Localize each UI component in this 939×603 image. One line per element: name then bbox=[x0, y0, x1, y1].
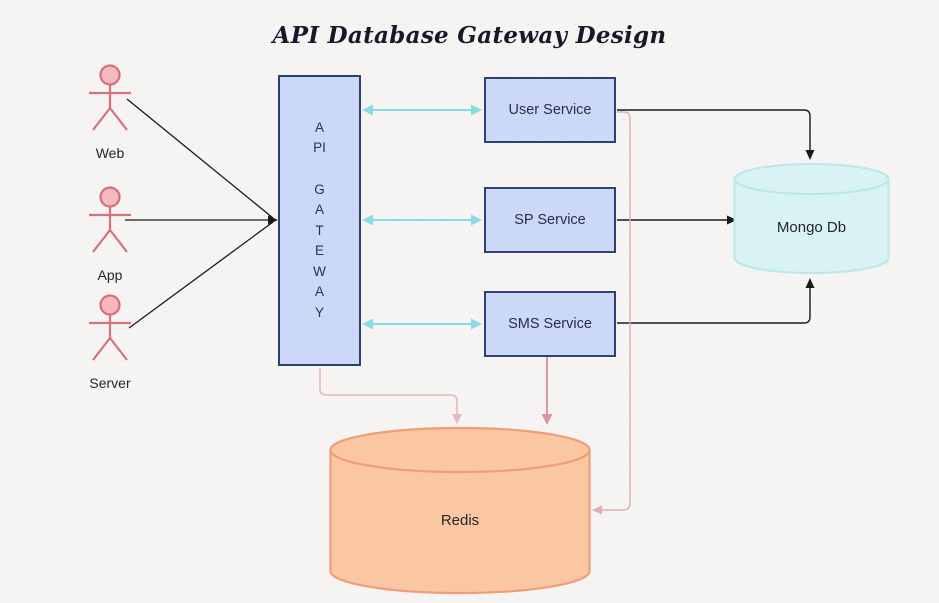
mongo-db-label: Mongo Db bbox=[776, 219, 847, 236]
connector-gateway-sp-service[interactable] bbox=[362, 214, 482, 226]
actor-app-label: App bbox=[97, 267, 123, 283]
sp-service-node[interactable]: SP Service bbox=[484, 187, 616, 253]
api-gateway-word-api: API bbox=[313, 119, 326, 156]
database-cylinder-icon bbox=[733, 163, 890, 274]
api-gateway-label: API GATEWAY bbox=[312, 118, 327, 324]
connector-user-service-to-mongo[interactable] bbox=[617, 109, 815, 160]
connector-server-to-gateway[interactable] bbox=[128, 221, 274, 329]
person-icon bbox=[89, 64, 131, 131]
person-icon bbox=[89, 186, 131, 253]
arrowhead-into-gateway bbox=[268, 215, 278, 225]
mongo-db-node[interactable]: Mongo Db bbox=[733, 162, 890, 275]
actor-web[interactable]: Web bbox=[82, 64, 138, 161]
connector-gateway-user-service[interactable] bbox=[362, 104, 482, 116]
actor-web-label: Web bbox=[95, 145, 125, 161]
api-gateway-word-gateway: GATEWAY bbox=[313, 181, 326, 320]
database-cylinder-icon bbox=[329, 426, 591, 595]
redis-node[interactable]: Redis bbox=[329, 426, 591, 596]
user-service-label: User Service bbox=[508, 102, 592, 118]
sms-service-label: SMS Service bbox=[508, 316, 592, 332]
connector-sp-service-to-mongo[interactable] bbox=[617, 215, 737, 225]
connector-gateway-to-redis[interactable] bbox=[319, 368, 462, 424]
sp-service-label: SP Service bbox=[514, 212, 586, 228]
actor-app[interactable]: App bbox=[82, 186, 138, 283]
connector-user-service-to-redis[interactable] bbox=[592, 111, 631, 515]
redis-label: Redis bbox=[440, 512, 480, 529]
actor-server-label: Server bbox=[89, 375, 131, 391]
user-service-node[interactable]: User Service bbox=[484, 77, 616, 143]
sms-service-node[interactable]: SMS Service bbox=[484, 291, 616, 357]
connector-sms-service-to-redis[interactable] bbox=[541, 357, 553, 425]
api-gateway-node[interactable]: API GATEWAY bbox=[278, 75, 361, 366]
person-icon bbox=[89, 294, 131, 361]
connector-gateway-sms-service[interactable] bbox=[362, 318, 482, 330]
connector-web-to-gateway[interactable] bbox=[126, 98, 274, 219]
diagram-title: API Database Gateway Design bbox=[272, 22, 667, 49]
actor-server[interactable]: Server bbox=[82, 294, 138, 391]
connector-sms-service-to-mongo[interactable] bbox=[617, 278, 815, 324]
